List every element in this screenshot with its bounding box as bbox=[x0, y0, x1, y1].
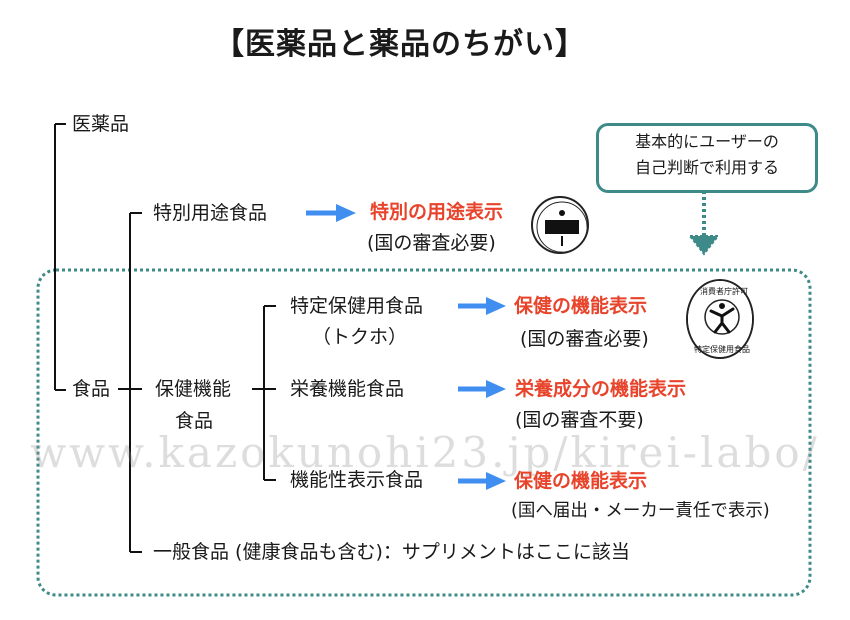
special-use-seal-icon bbox=[531, 196, 589, 254]
health-function-label-line2: 食品 bbox=[175, 410, 214, 432]
page-title: 【医薬品と薬品のちがい】 bbox=[214, 27, 586, 62]
tokuho-note: (国の審査必要) bbox=[520, 328, 649, 350]
watermark: www.kazokunohi23.jp/kirei-labo/ bbox=[30, 428, 820, 477]
nutrient-result: 栄養成分の機能表示 bbox=[515, 378, 687, 400]
health-function-label-line1: 保健機能 bbox=[155, 378, 232, 400]
nutrient-label: 栄養機能食品 bbox=[290, 378, 405, 400]
functional-result: 保健の機能表示 bbox=[514, 470, 648, 492]
callout-box bbox=[596, 123, 818, 193]
food-frame bbox=[36, 268, 812, 597]
functional-label: 機能性表示食品 bbox=[290, 469, 424, 491]
callout-line2: 自己判断で利用する bbox=[634, 158, 779, 177]
tokuho-label: 特定保健用食品 bbox=[290, 295, 424, 317]
tokuho-seal-top-text: 消費者庁許可 bbox=[700, 287, 748, 296]
pharma-label: 医薬品 bbox=[72, 113, 130, 135]
tokuho-seal-bottom-text: 特定保健用食品 bbox=[694, 345, 750, 354]
functional-note: (国へ届出・メーカー責任で表示) bbox=[511, 501, 770, 521]
nutrient-note: (国の審査不要) bbox=[515, 409, 644, 431]
tokuho-result: 保健の機能表示 bbox=[514, 295, 648, 317]
general-food-label: 一般食品 (健康食品も含む)：サプリメントはここに該当 bbox=[153, 541, 630, 563]
special-use-result: 特別の用途表示 bbox=[370, 201, 504, 223]
special-use-label: 特別用途食品 bbox=[153, 202, 268, 224]
special-use-note: (国の審査必要) bbox=[367, 232, 496, 254]
callout-arrow-head bbox=[687, 235, 721, 256]
blue-arrows bbox=[306, 204, 506, 490]
tokuho-sublabel: （トクホ） bbox=[312, 326, 408, 348]
food-label: 食品 bbox=[72, 378, 111, 400]
tokuho-seal-icon bbox=[686, 279, 754, 359]
callout-line1: 基本的にユーザーの bbox=[635, 132, 779, 151]
